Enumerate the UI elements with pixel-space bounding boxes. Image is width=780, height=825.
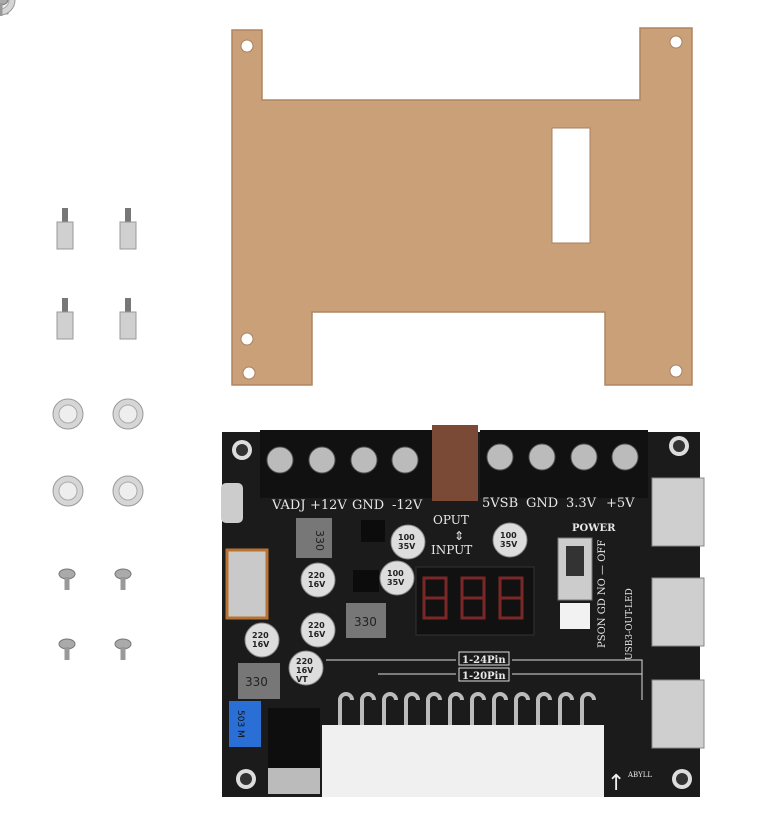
label-power: POWER bbox=[572, 523, 616, 534]
label-gnd-2: GND bbox=[526, 496, 558, 511]
dc-jack bbox=[432, 425, 478, 501]
pcb-board: VADJ +12V GND -12V 5VSB GND 3.3V +5V OPU… bbox=[221, 425, 705, 797]
standoffs bbox=[0, 0, 137, 340]
inductors: 330 330 330 bbox=[238, 518, 386, 699]
label-oput: OPUT bbox=[433, 513, 469, 527]
nuts bbox=[0, 0, 144, 507]
up-arrow-icon: ↑ bbox=[607, 771, 625, 796]
cap-label: 35V bbox=[398, 542, 416, 551]
label-usb-out-led: USB3-OUT-LED bbox=[625, 588, 635, 660]
label-vadj: VADJ bbox=[271, 498, 306, 513]
cap-label: 220 bbox=[308, 571, 325, 580]
atx-pin bbox=[470, 692, 486, 725]
usb-a-port-2 bbox=[651, 577, 705, 647]
atx-pin bbox=[492, 692, 508, 725]
trimpot[interactable] bbox=[229, 701, 261, 747]
cap-label: 220 bbox=[252, 631, 269, 640]
cap-label: 16V bbox=[252, 640, 270, 649]
atx-pin bbox=[536, 692, 552, 725]
label-20pin: 1-20Pin bbox=[462, 671, 506, 682]
cap-label: VT bbox=[296, 675, 308, 684]
screws bbox=[0, 0, 132, 661]
cap-label: 16V bbox=[296, 666, 314, 675]
label-5vsb: 5VSB bbox=[482, 496, 518, 511]
usb-c-port bbox=[221, 483, 243, 523]
screw-terminals bbox=[260, 425, 648, 501]
cap-label: 220 bbox=[308, 621, 325, 630]
atx-pin bbox=[514, 692, 530, 725]
label-3v3: 3.3V bbox=[566, 496, 597, 511]
atx-pin bbox=[382, 692, 398, 725]
usb-a-port-left bbox=[225, 548, 269, 620]
cap-label: 100 bbox=[500, 531, 517, 540]
atx-pin bbox=[426, 692, 442, 725]
switch-connector bbox=[560, 603, 590, 629]
capacitors: 100 35V 100 35V 100 35V 220 16V 220 16V … bbox=[244, 522, 528, 686]
inductor-label: 330 bbox=[313, 530, 326, 551]
label-24pin: 1-24Pin bbox=[462, 655, 506, 666]
cap-label: 100 bbox=[398, 533, 415, 542]
atx-pin bbox=[404, 692, 420, 725]
updown-arrow-icon: ⇕ bbox=[454, 529, 464, 543]
atx-pin bbox=[448, 692, 464, 725]
inductor-label: 330 bbox=[354, 615, 377, 629]
usb-a-port-1 bbox=[651, 477, 705, 547]
atx-pin bbox=[360, 692, 376, 725]
label-plus12v: +12V bbox=[310, 498, 347, 513]
cap-label: 35V bbox=[387, 578, 405, 587]
cap-label: 16V bbox=[308, 630, 326, 639]
cap-label: 35V bbox=[500, 540, 518, 549]
inductor-label: 330 bbox=[245, 675, 268, 689]
atx-24pin-connector bbox=[322, 692, 604, 797]
cap-label: 100 bbox=[387, 569, 404, 578]
label-switch-mode: PSON GD NO — OFF bbox=[597, 540, 608, 648]
trimpot-label: 503 M bbox=[235, 710, 245, 738]
atx-pin bbox=[338, 692, 354, 725]
ic-chip bbox=[361, 520, 385, 542]
usb-a-port-3 bbox=[651, 679, 705, 749]
label-plus5v: +5V bbox=[606, 496, 635, 511]
atx-pin bbox=[580, 692, 596, 725]
label-gnd: GND bbox=[352, 498, 384, 513]
seven-segment-display bbox=[415, 566, 535, 636]
atx-pin bbox=[558, 692, 574, 725]
label-minus12v: -12V bbox=[392, 498, 423, 513]
brand-label: ABYLL bbox=[627, 771, 652, 779]
ic-chip bbox=[353, 570, 379, 592]
voltage-regulator bbox=[268, 708, 320, 768]
acrylic-plate bbox=[231, 27, 693, 386]
cap-label: 220 bbox=[296, 657, 313, 666]
label-input: INPUT bbox=[431, 543, 472, 557]
cap-label: 16V bbox=[308, 580, 326, 589]
